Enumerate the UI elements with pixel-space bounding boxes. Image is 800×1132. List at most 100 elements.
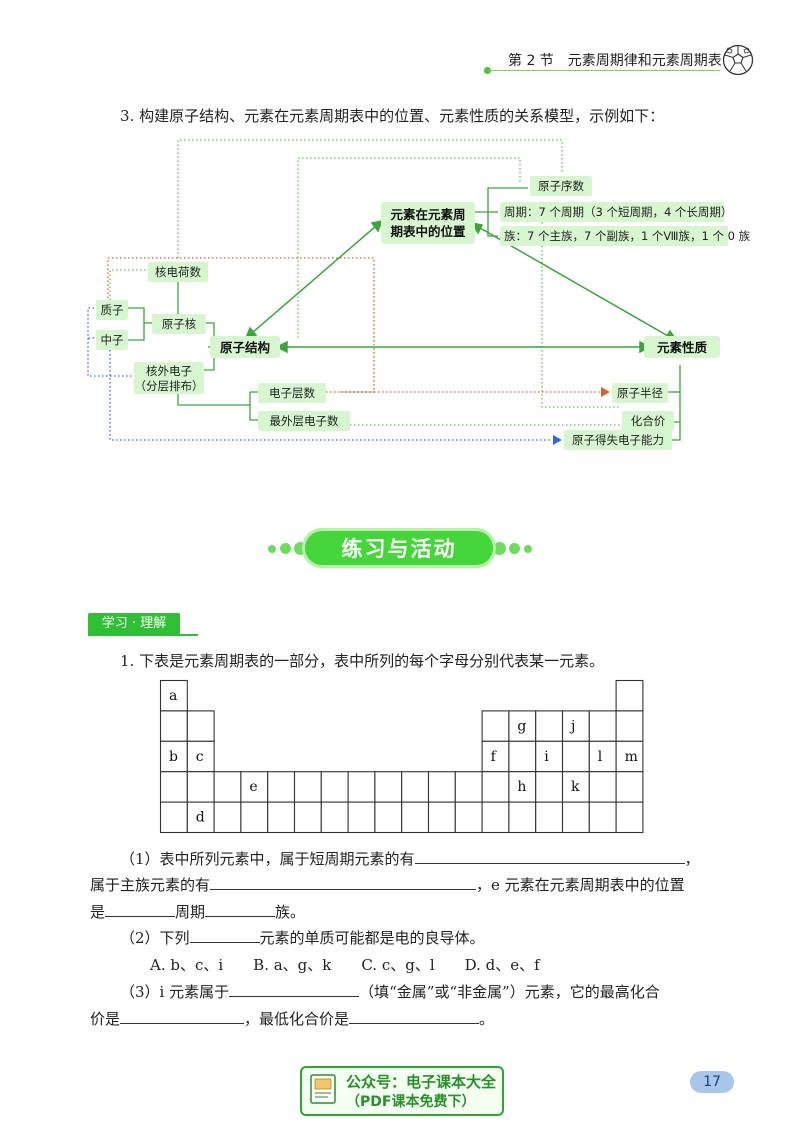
box-valence <box>622 411 674 431</box>
table-cell <box>159 710 188 742</box>
label-valence: 化合价 <box>631 414 666 428</box>
label-period: 周期：7 个周期（3 个短周期，4 个长周期） <box>504 205 732 219</box>
table-cell <box>508 771 537 803</box>
box-shells <box>258 383 326 403</box>
q1-part3-text: 价是 <box>90 1010 121 1028</box>
radius-arrow-head <box>601 387 610 397</box>
element-letter: m <box>625 749 638 765</box>
page-number: 17 <box>690 1071 734 1093</box>
label-group: 族：7 个主族，7 个副族，1 个Ⅷ族，1 个 0 族 <box>504 229 751 243</box>
element-letter: f <box>491 749 498 765</box>
table-cell <box>320 771 349 803</box>
answer-blank-conductors[interactable] <box>189 928 260 943</box>
answer-blank-main-group[interactable] <box>210 875 477 890</box>
answer-blank-group[interactable] <box>205 902 276 917</box>
q1-part3-line2: 价是 ，最低化合价是 。 <box>90 1008 494 1029</box>
answer-blank-period[interactable] <box>105 902 176 917</box>
box-atomic-structure <box>210 336 280 358</box>
label-radius: 原子半径 <box>617 386 663 400</box>
box-outer-electrons <box>258 411 350 431</box>
q1-part1-line3: 是周期族。 <box>90 901 305 922</box>
soccer-ball-icon <box>722 44 754 76</box>
table-cell <box>615 740 644 773</box>
table-cell <box>186 710 215 742</box>
box-gain-lose <box>564 430 672 450</box>
table-cell <box>454 801 483 834</box>
box-period <box>500 202 724 222</box>
answer-blank-highest-valence[interactable] <box>120 1009 245 1024</box>
table-cell <box>535 710 564 742</box>
table-cell <box>159 801 188 834</box>
element-letter: d <box>196 810 205 826</box>
label-position-line1: 元素在元素周 <box>390 207 465 222</box>
table-cell <box>293 771 322 803</box>
q1-part2-text: 元素的单质可能都是电的良导体。 <box>259 929 485 947</box>
label-outer-electrons: 最外层电子数 <box>270 414 339 428</box>
q1-part1-line1: （1）表中所列元素中，属于短周期元素的有 ， <box>120 848 700 869</box>
table-cell <box>159 771 188 803</box>
box-radius <box>612 383 668 403</box>
table-cell <box>240 801 269 834</box>
label-proton: 质子 <box>101 303 124 317</box>
table-cell <box>427 771 456 803</box>
table-cell <box>213 801 242 834</box>
element-letter: g <box>517 718 526 734</box>
q1-part2-options: A. b、c、i B. a、g、k C. c、g、l D. d、e、f <box>150 956 540 974</box>
table-cell <box>267 771 296 803</box>
table-cell <box>588 771 617 803</box>
element-letter: a <box>169 688 177 704</box>
table-cell <box>561 801 590 834</box>
element-letter: k <box>571 779 580 795</box>
element-letter: e <box>249 779 257 795</box>
table-cell <box>561 740 590 773</box>
box-position-in-table <box>381 202 475 244</box>
banner-dot <box>493 542 506 555</box>
banner-dot <box>524 545 532 553</box>
q1-part1-text: 是 <box>90 903 106 921</box>
element-letter: c <box>196 749 204 765</box>
q1-part1-line2: 属于主族元素的有，e 元素在元素周期表中的位置 <box>90 874 685 895</box>
label-electrons-line2: （分层排布） <box>135 379 204 393</box>
table-cell <box>401 801 430 834</box>
table-cell <box>427 801 456 834</box>
q1-part3-text: ，最低化合价是 <box>244 1010 350 1028</box>
banner-dot <box>280 543 291 554</box>
label-electrons-line1: 核外电子 <box>146 364 192 378</box>
answer-blank-metal-type[interactable] <box>229 982 360 997</box>
q1-part1-text: 属于主族元素的有 <box>90 876 211 894</box>
box-extranuclear-electrons <box>134 362 204 394</box>
header-rule <box>488 70 720 71</box>
label-gain-lose: 原子得失电子能力 <box>572 433 664 447</box>
label-atomic-structure: 原子结构 <box>220 340 270 355</box>
table-cell <box>508 740 537 773</box>
table-cell <box>535 740 564 773</box>
gain-lose-arrow-head <box>553 435 562 445</box>
table-cell <box>374 771 403 803</box>
table-cell <box>561 710 590 742</box>
table-cell <box>588 801 617 834</box>
relationship-diagram: 元素在元素周 期表中的位置 原子序数 周期：7 个周期（3 个短周期，4 个长周… <box>87 139 751 450</box>
q1-part3-text: （填“金属”或“非金属”）元素，它的最高化合 <box>359 983 660 1001</box>
section-tag: 学习 · 理解 <box>88 613 180 635</box>
q1-part1-text: （1）表中所列元素中，属于短周期元素的有 <box>120 850 415 868</box>
book-icon <box>310 1074 336 1104</box>
q1-part1-punct: ， <box>684 850 700 868</box>
chapter-header-title: 第 2 节 元素周期律和元素周期表 <box>508 53 722 69</box>
table-cell <box>240 771 269 803</box>
label-position-line2: 期表中的位置 <box>390 224 466 239</box>
table-cell <box>561 771 590 803</box>
table-cell <box>508 801 537 834</box>
question-1-prompt: 1. 下表是元素周期表的一部分，表中所列的每个字母分别代表某一元素。 <box>120 652 605 670</box>
watermark-badge <box>300 1066 504 1116</box>
element-letter: i <box>544 749 549 765</box>
answer-blank-lowest-valence[interactable] <box>349 1009 480 1024</box>
q1-part3-text: （3）i 元素属于 <box>120 983 230 1001</box>
q1-part3-text: 。 <box>479 1010 495 1028</box>
answer-blank-short-period[interactable] <box>414 849 685 864</box>
section-tag-underline <box>88 634 198 636</box>
table-cell <box>481 771 510 803</box>
banner-dot <box>268 545 276 553</box>
watermark-line1: 公众号：电子课本大全 <box>346 1073 497 1091</box>
table-cell <box>347 771 376 803</box>
